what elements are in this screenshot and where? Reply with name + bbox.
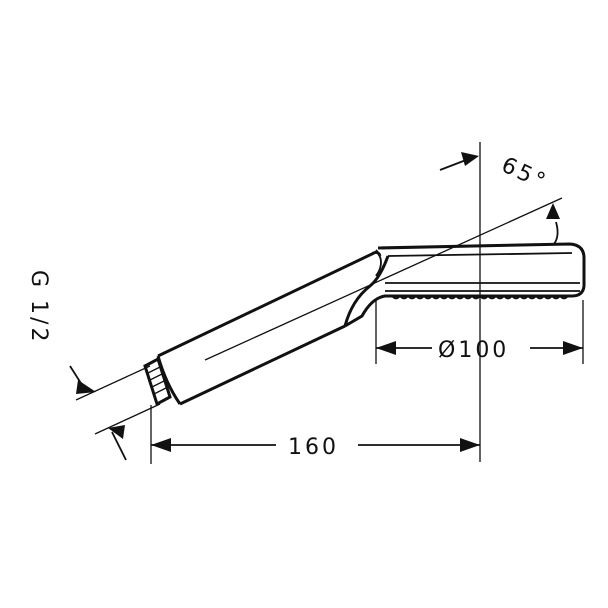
shower-handle: [143, 250, 382, 407]
shower-head-body: [343, 242, 586, 328]
diameter-label: Ø100: [438, 338, 509, 363]
length-label: 160: [288, 435, 339, 460]
length-dimension: 160: [150, 405, 480, 464]
angle-dimension: 65°: [439, 152, 560, 245]
diameter-dimension: Ø100: [375, 300, 584, 364]
thread-dimension: G 1/2: [26, 270, 161, 461]
thread-label: G 1/2: [26, 270, 51, 344]
angle-label: 65°: [497, 153, 551, 196]
center-lines: [204, 142, 563, 462]
